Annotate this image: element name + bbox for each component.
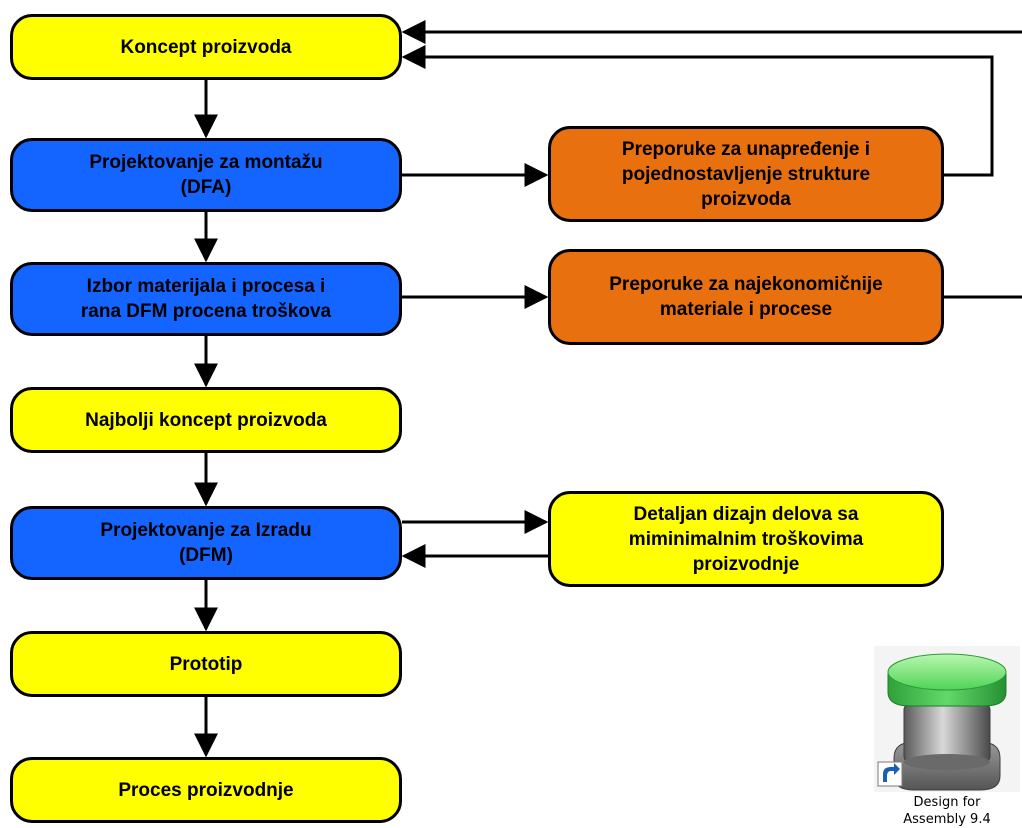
box-preporuke-unapredjenje: Preporuke za unapređenje i pojednostavlj… <box>548 126 944 222</box>
box-projektovanje-za-izradu-label: Projektovanje za Izradu (DFM) <box>100 520 312 566</box>
box-preporuke-unapredjenje-label: Preporuke za unapređenje i pojednostavlj… <box>621 138 871 210</box>
box-prototip: Prototip <box>10 631 402 697</box>
box-detaljan-dizajn: Detaljan dizajn delova sa miminimalnim t… <box>548 491 944 587</box>
box-preporuke-materijali-label: Preporuke za najekonomičnije materiale i… <box>609 274 883 320</box>
box-koncept-proizvoda: Koncept proizvoda <box>10 14 402 80</box>
box-proces-proizvodnje-label: Proces proizvodnje <box>118 779 294 801</box>
box-projektovanje-za-montazu: Projektovanje za montažu (DFA) <box>10 138 402 212</box>
design-for-assembly-button-icon <box>874 646 1020 792</box>
box-preporuke-materijali: Preporuke za najekonomičnije materiale i… <box>548 249 944 345</box>
design-for-assembly-shortcut[interactable]: Design for Assembly 9.4 <box>874 646 1020 827</box>
box-prototip-label: Prototip <box>169 653 243 675</box>
box-najbolji-koncept: Najbolji koncept proizvoda <box>10 387 402 453</box>
box-izbor-materijala-label: Izbor materijala i procesa i rana DFM pr… <box>80 276 332 322</box>
box-detaljan-dizajn-label: Detaljan dizajn delova sa miminimalnim t… <box>628 503 864 575</box>
design-for-assembly-shortcut-label[interactable]: Design for Assembly 9.4 <box>903 795 991 827</box>
box-najbolji-koncept-label: Najbolji koncept proizvoda <box>85 409 327 431</box>
box-proces-proizvodnje: Proces proizvodnje <box>10 757 402 823</box>
loop-prep1-to-koncept <box>401 45 994 177</box>
box-koncept-proizvoda-label: Koncept proizvoda <box>120 36 292 58</box>
shortcut-arrow-icon <box>883 763 900 782</box>
box-izbor-materijala: Izbor materijala i procesa i rana DFM pr… <box>10 262 402 336</box>
box-projektovanje-za-montazu-label: Projektovanje za montažu (DFA) <box>89 152 323 198</box>
box-projektovanje-za-izradu: Projektovanje za Izradu (DFM) <box>10 506 402 580</box>
